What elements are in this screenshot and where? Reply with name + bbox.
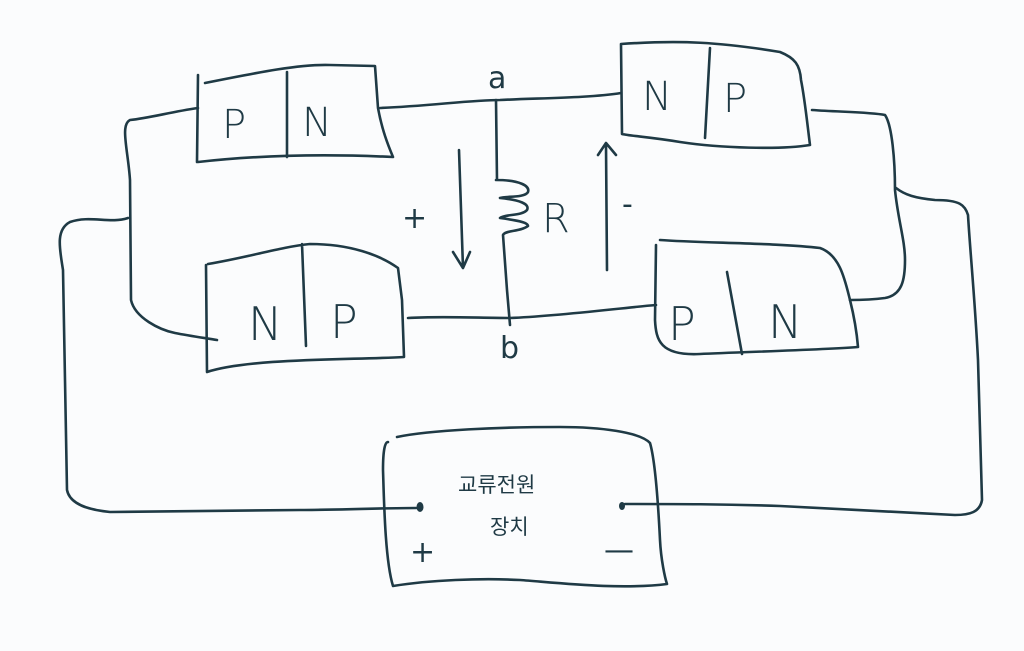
- diode-bottom-left-outline: [204, 242, 406, 374]
- diode-bottom-left-left-label: N: [248, 297, 282, 351]
- ac-source: 교류전원 장치 + —: [381, 425, 669, 588]
- ac-source-title-line1: 교류전원: [458, 473, 535, 497]
- diode-bottom-left-right-label: P: [330, 295, 358, 349]
- voltage-down-arrow-icon: [451, 148, 472, 270]
- diode-bottom-right-right-label: N: [768, 295, 802, 349]
- diode-top-right: N P: [619, 40, 812, 150]
- wire-top: [378, 91, 623, 110]
- ac-source-title-line2: 장치: [490, 515, 529, 539]
- diode-bottom-right-outline: [653, 238, 860, 356]
- node-a-label: a: [488, 61, 506, 96]
- diode-top-left-outline: [195, 63, 395, 164]
- wire-right-inner: [810, 108, 907, 302]
- source-minus-terminal: [619, 502, 625, 510]
- node-b-label: b: [500, 331, 519, 366]
- diode-bottom-left: N P: [204, 242, 406, 374]
- wire-right-outer: [623, 186, 984, 517]
- source-plus-sign: +: [410, 535, 435, 570]
- resistor-label: R: [542, 196, 570, 242]
- wire-left-inner: [123, 106, 219, 342]
- voltage-plus-sign: +: [402, 201, 427, 236]
- diode-bottom-right: P N: [653, 238, 860, 356]
- diode-top-left: P N: [195, 63, 395, 164]
- diode-top-left-right-label: N: [302, 100, 332, 146]
- diode-top-right-left-label: N: [642, 74, 672, 120]
- source-minus-sign: —: [604, 533, 634, 568]
- ac-source-outline: [381, 425, 669, 588]
- voltage-up-arrow-icon: [596, 141, 618, 272]
- source-plus-terminal: [416, 502, 424, 512]
- diode-bottom-right-left-label: P: [668, 297, 696, 351]
- diode-top-right-outline: [619, 40, 812, 150]
- diode-top-right-right-label: P: [723, 76, 747, 122]
- wires: [58, 91, 984, 517]
- wire-bottom: [406, 303, 658, 320]
- diode-top-left-left-label: P: [222, 102, 246, 148]
- wire-resistor: [494, 98, 530, 327]
- voltage-minus-sign: -: [622, 187, 633, 222]
- wire-left-outer: [58, 216, 418, 514]
